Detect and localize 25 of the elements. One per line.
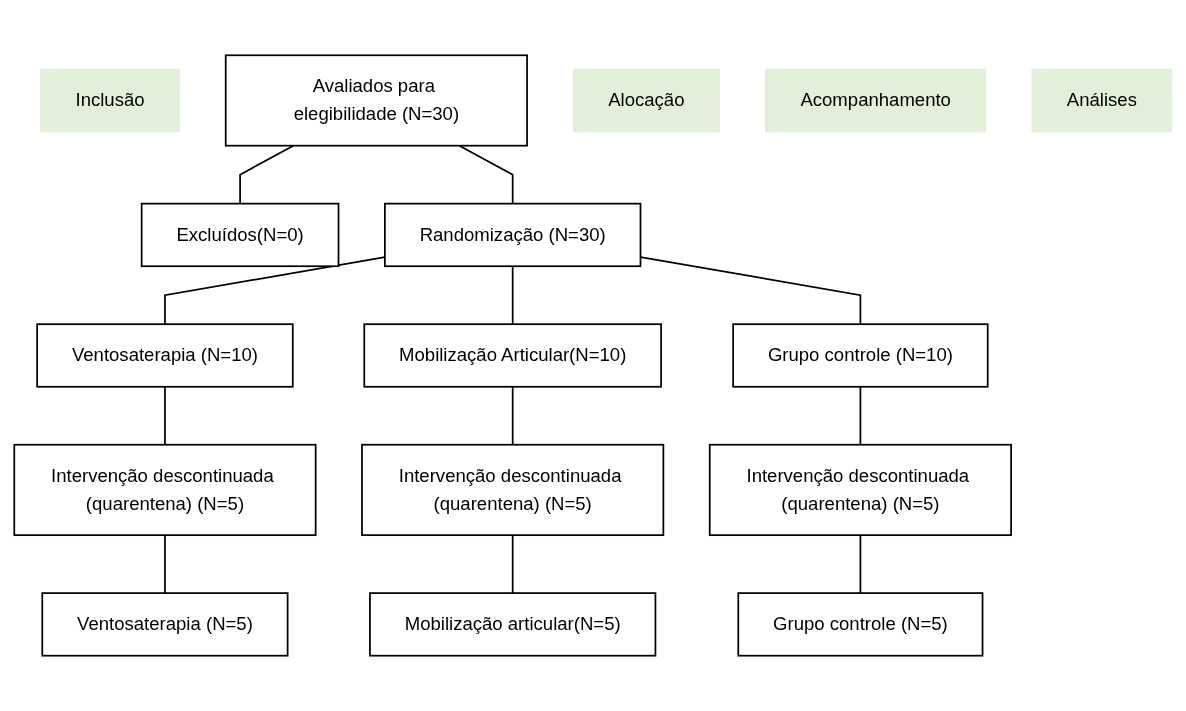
node-box: Inclusão: [40, 68, 180, 133]
node-box: Intervenção descontinuada (quarentena) (N=5): [361, 443, 665, 536]
connector: [239, 144, 295, 205]
node-box: Mobilização Articular(N=10): [363, 323, 662, 388]
node-box: Mobilização articular(N=5): [369, 592, 657, 657]
connector: [511, 385, 514, 446]
node-box: Ventosaterapia (N=10): [36, 323, 294, 388]
connector: [511, 265, 514, 326]
connector: [164, 385, 166, 446]
connector: [859, 385, 862, 446]
node-box: Grupo controle (N=10): [732, 323, 989, 388]
node-box: Randomização (N=30): [384, 202, 642, 268]
node-box: Intervenção descontinuada (quarentena) (N=5): [708, 443, 1012, 536]
node-box: Acompanhamento: [765, 68, 987, 133]
connector: [458, 144, 514, 205]
connector: [859, 534, 862, 594]
node-box: Avaliados para elegibilidade (N=30): [224, 54, 528, 147]
connector: [164, 534, 166, 594]
node-box: Grupo controle (N=5): [737, 592, 984, 657]
node-box: Ventosaterapia (N=5): [41, 592, 289, 657]
node-box: Excluídos(N=0): [140, 202, 340, 268]
node-box: Intervenção descontinuada (quarentena) (N=5): [13, 443, 317, 536]
node-box: Alocação: [572, 68, 720, 133]
node-box: Análises: [1031, 68, 1173, 133]
connector: [511, 534, 514, 594]
